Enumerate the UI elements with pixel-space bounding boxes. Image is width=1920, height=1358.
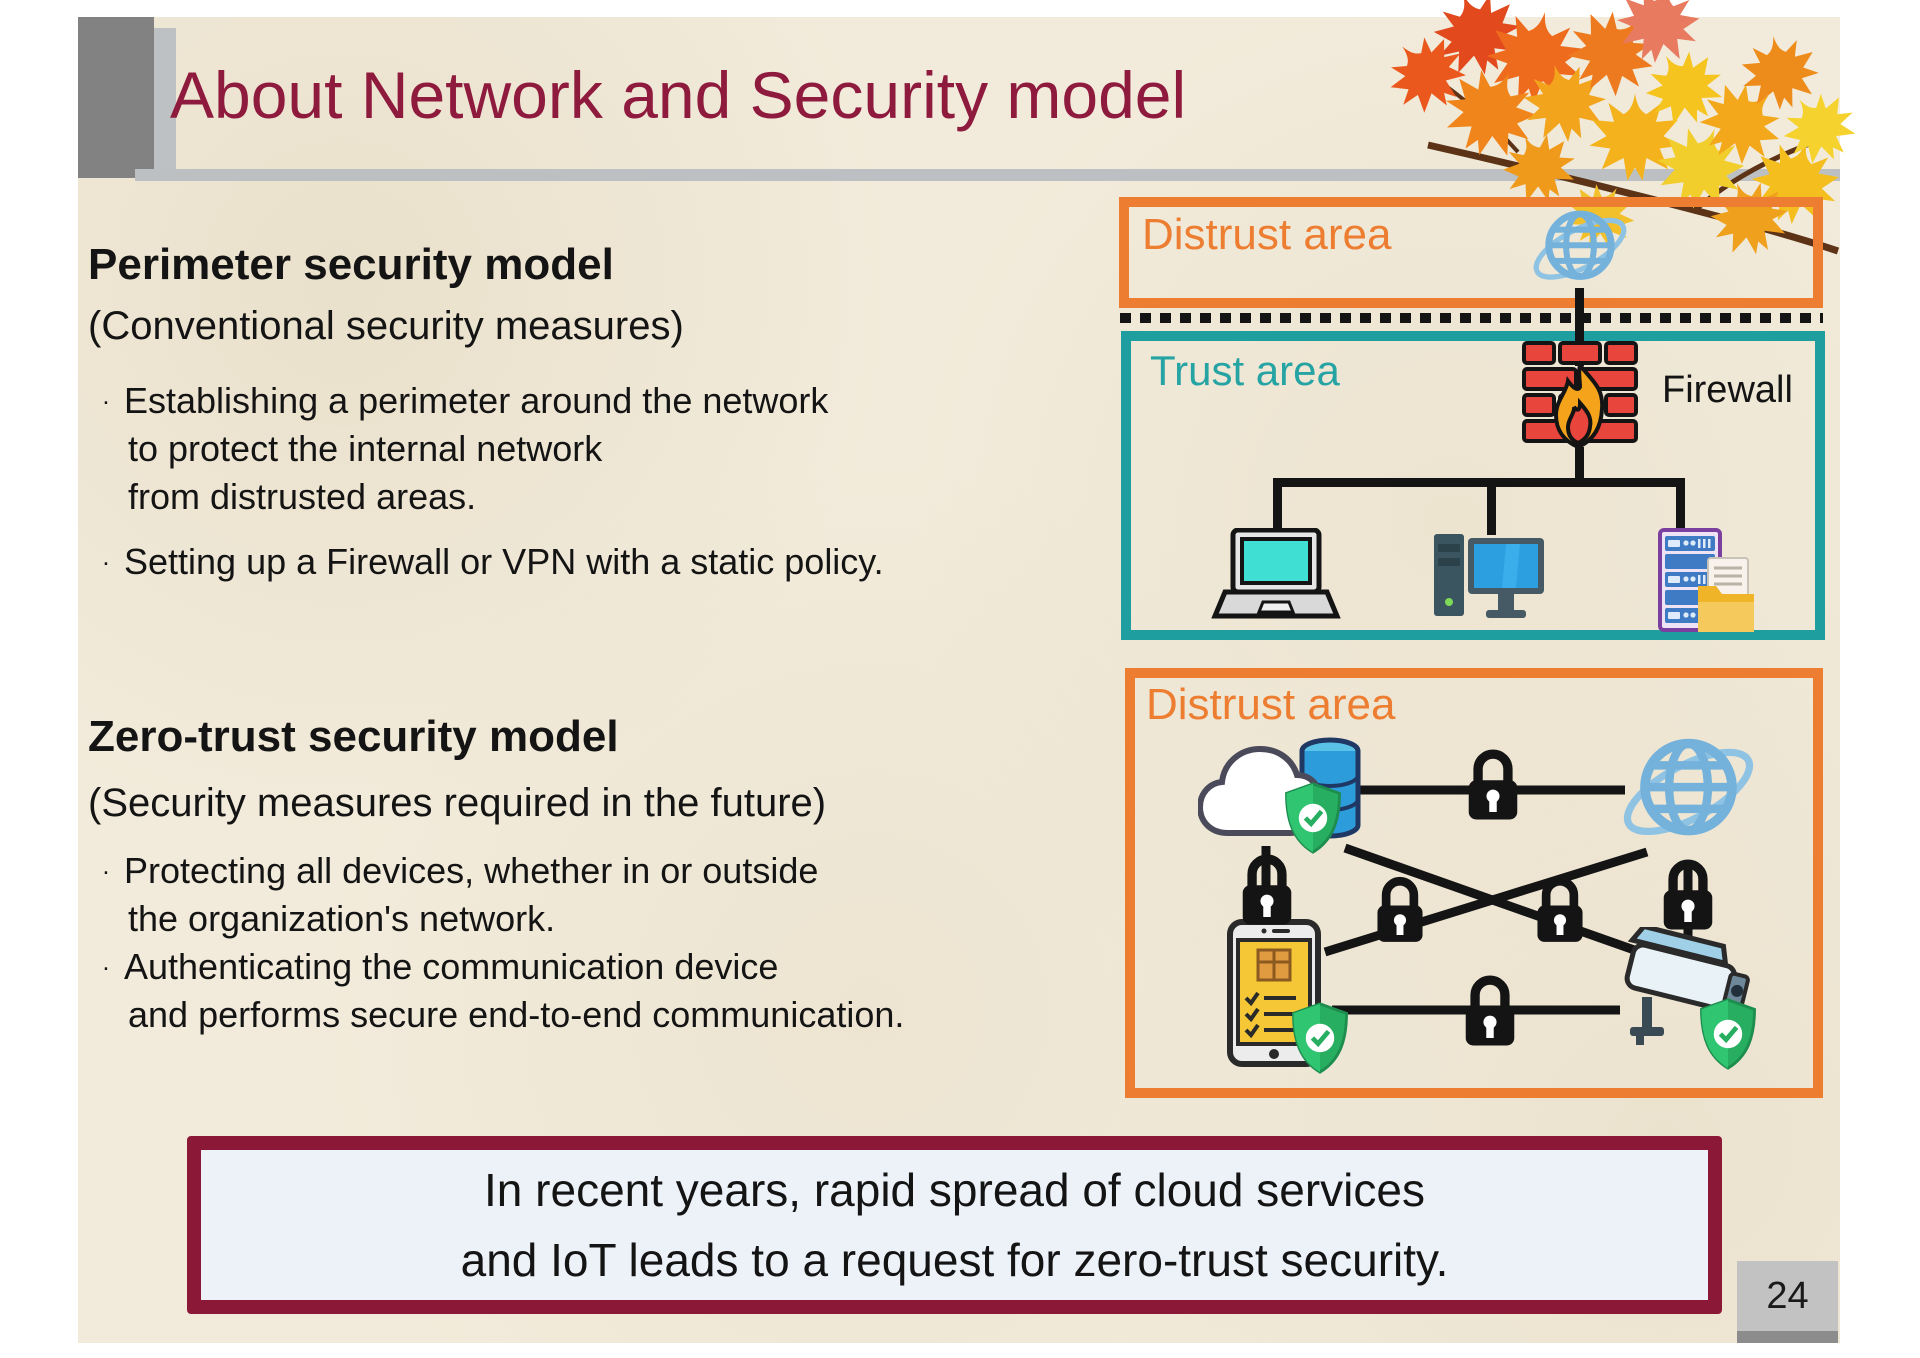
server-rack-icon <box>1658 528 1754 632</box>
shield-check-icon <box>1285 782 1341 854</box>
page-title: About Network and Security model <box>170 58 1187 132</box>
firewall-label: Firewall <box>1662 369 1793 411</box>
padlock-icon <box>1377 877 1423 942</box>
zerotrust-subheading: (Security measures required in the futur… <box>88 781 827 825</box>
wire-drop-laptop <box>1273 478 1282 533</box>
wire-drop-server <box>1676 478 1685 535</box>
title-decoration-light-bar <box>154 28 176 178</box>
perimeter-bullet-line: ·Setting up a Firewall or VPN with a sta… <box>101 541 884 582</box>
perimeter-subheading: (Conventional security measures) <box>88 304 684 348</box>
zerotrust-heading: Zero-trust security model <box>88 712 619 761</box>
distrust-area-box-bottom <box>1125 668 1823 1098</box>
shield-check-icon <box>1292 1002 1348 1074</box>
trust-area-label: Trust area <box>1150 347 1340 394</box>
perimeter-dotted-line <box>1120 313 1823 323</box>
padlock-icon <box>1537 877 1583 942</box>
padlock-icon <box>1465 975 1515 1046</box>
wire-bus <box>1273 478 1685 487</box>
distrust-area-label-top: Distrust area <box>1142 210 1392 259</box>
title-decoration-dark-bar <box>78 17 154 178</box>
distrust-area-label-bottom: Distrust area <box>1146 680 1396 729</box>
padlock-icon <box>1242 854 1292 925</box>
conclusion-banner: In recent years, rapid spread of cloud s… <box>187 1136 1722 1314</box>
bullet-dot: · <box>101 547 111 576</box>
distrust-area-box-top <box>1119 197 1823 308</box>
bullet-dot: · <box>101 856 111 885</box>
perimeter-heading: Perimeter security model <box>88 240 614 289</box>
title-underline-shadow <box>135 169 1840 181</box>
bullet-dot: · <box>101 952 111 981</box>
wire-firewall-to-bus <box>1575 447 1584 485</box>
bullet-dot: · <box>101 386 111 415</box>
padlock-icon <box>1663 859 1713 930</box>
banner-line-2: and IoT leads to a request for zero-trus… <box>460 1234 1449 1286</box>
page-number-strip <box>1737 1331 1838 1343</box>
zerotrust-bullet-line: the organization's network. <box>128 898 556 939</box>
perimeter-bullet-line: ·Establishing a perimeter around the net… <box>101 380 829 421</box>
wire-globe-to-firewall <box>1575 288 1584 366</box>
padlock-icon <box>1468 749 1518 820</box>
zerotrust-bullet-line: ·Authenticating the communication device <box>101 946 779 987</box>
firewall-icon <box>1522 341 1638 450</box>
internet-globe-icon <box>1623 738 1754 836</box>
banner-line-1: In recent years, rapid spread of cloud s… <box>484 1164 1425 1216</box>
internet-globe-icon <box>1533 210 1627 280</box>
laptop-icon <box>1211 528 1341 619</box>
perimeter-bullet-line: from distrusted areas. <box>128 476 477 517</box>
page-number-box: 24 <box>1737 1261 1838 1331</box>
desktop-computer-icon <box>1434 534 1544 618</box>
zerotrust-bullet-line: and performs secure end-to-end communica… <box>128 994 905 1035</box>
perimeter-bullet-line: to protect the internal network <box>128 428 603 469</box>
security-camera-icon <box>1624 927 1750 1045</box>
wire-drop-desktop <box>1487 478 1496 535</box>
page-number: 24 <box>1766 1274 1809 1317</box>
zerotrust-bullet-line: ·Protecting all devices, whether in or o… <box>101 850 819 891</box>
trust-area-box <box>1121 331 1825 640</box>
shield-check-icon <box>1700 998 1756 1070</box>
slide: About Network and Security model Perimet… <box>78 0 1869 1343</box>
